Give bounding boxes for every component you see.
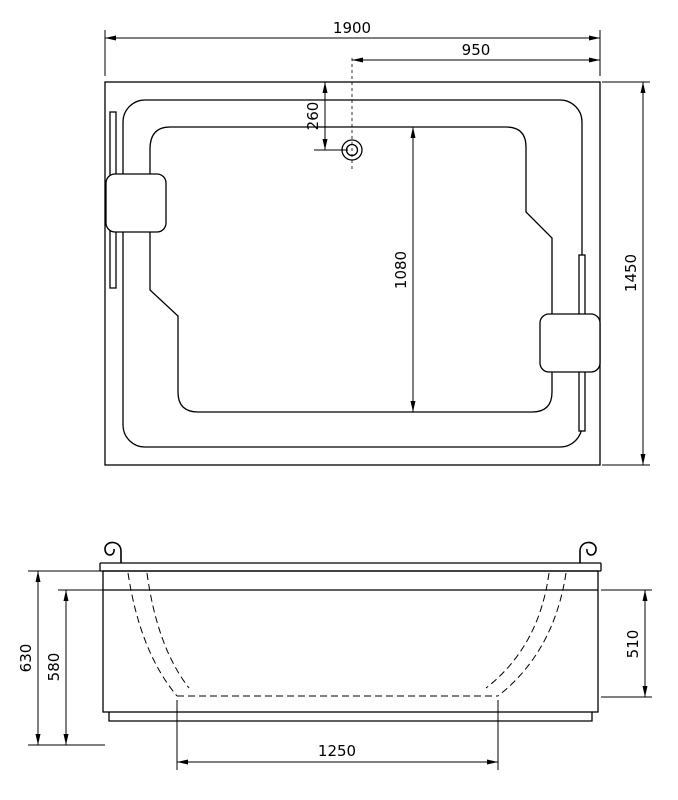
hook-left [104,541,122,563]
top-view [104,58,601,466]
dim-label-drain-to-right: 950 [462,41,491,59]
basin-wall-right-outer [497,572,567,697]
dim-drain-to-right: 950 [352,41,600,63]
headrest-right [539,313,601,373]
dim-label-drain-to-top: 260 [304,102,322,131]
front-view-dimensions: 630 580 510 1250 [17,570,652,770]
dim-label-overall-depth: 1450 [622,254,640,292]
dim-body-height: 580 [45,589,103,745]
dim-label-basin-bottom-length: 1250 [318,742,356,760]
dim-overall-depth: 1450 [602,81,650,466]
dim-label-overall-width: 1900 [333,19,371,37]
dim-label-basin-length: 1080 [392,251,410,289]
dim-overall-width: 1900 [104,19,601,76]
front-view [99,541,602,722]
hook-right [579,541,597,563]
dim-overall-height: 630 [17,570,105,746]
tub-body-front [102,570,599,713]
dim-label-body-height: 580 [45,653,63,682]
tub-base-skirt [108,712,593,722]
dim-basin-depth: 510 [601,589,652,698]
dim-basin-length: 1080 [392,127,416,412]
tub-basin-contour [149,126,553,413]
top-view-dimensions: 1900 950 260 1080 1450 [104,19,650,466]
tub-outer-edge [104,81,601,466]
headrest-left [105,173,167,233]
basin-wall-right-inner [485,572,550,689]
basin-wall-left-inner [146,572,190,689]
dim-basin-bottom-length: 1250 [176,700,499,770]
dim-label-overall-height: 630 [17,644,35,673]
basin-wall-left-outer [127,572,178,697]
hidden-basin-profile [127,572,567,697]
dim-drain-to-top: 260 [304,82,348,151]
dim-label-basin-depth: 510 [624,630,642,659]
